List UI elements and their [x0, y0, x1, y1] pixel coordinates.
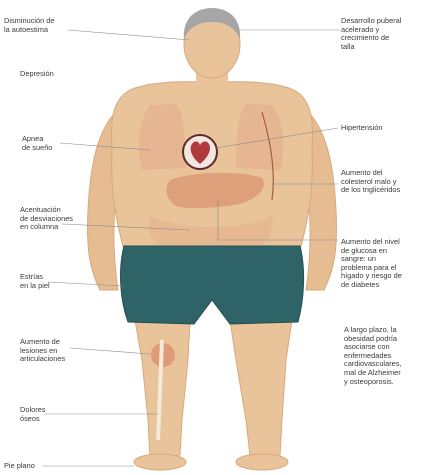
- label-estrias: Estrías en la piel: [20, 273, 50, 290]
- leader-lesiones: [70, 348, 150, 354]
- label-lesiones: Aumento de lesiones en articulaciones: [20, 338, 65, 364]
- right-lung: [236, 104, 283, 170]
- label-depresion: Depresión: [20, 70, 54, 79]
- label-hipertension: Hipertensión: [341, 124, 383, 133]
- label-desarrollo: Desarrollo puberal acelerado y crecimien…: [341, 17, 401, 51]
- label-colesterol: Aumento del colesterol malo y de los tri…: [341, 169, 400, 195]
- label-apnea: Apnea de sueño: [22, 135, 52, 152]
- right-foot: [236, 454, 288, 470]
- shorts: [121, 246, 304, 324]
- label-pie-plano: Pie plano: [4, 462, 35, 471]
- label-largo-plazo: A largo plazo, la obesidad podría asocia…: [344, 326, 402, 386]
- left-lung: [139, 104, 186, 170]
- right-leg: [230, 320, 292, 456]
- label-autoestima: Disminución de la autoestima: [4, 17, 55, 34]
- label-glucosa: Aumento del nivel de glucosa en sangre: …: [341, 238, 402, 290]
- leader-autoestima: [68, 30, 190, 40]
- label-dolores: Dolores óseos: [20, 406, 45, 423]
- left-foot: [134, 454, 186, 470]
- label-columna: Acentuación de desviaciones en columna: [20, 206, 73, 232]
